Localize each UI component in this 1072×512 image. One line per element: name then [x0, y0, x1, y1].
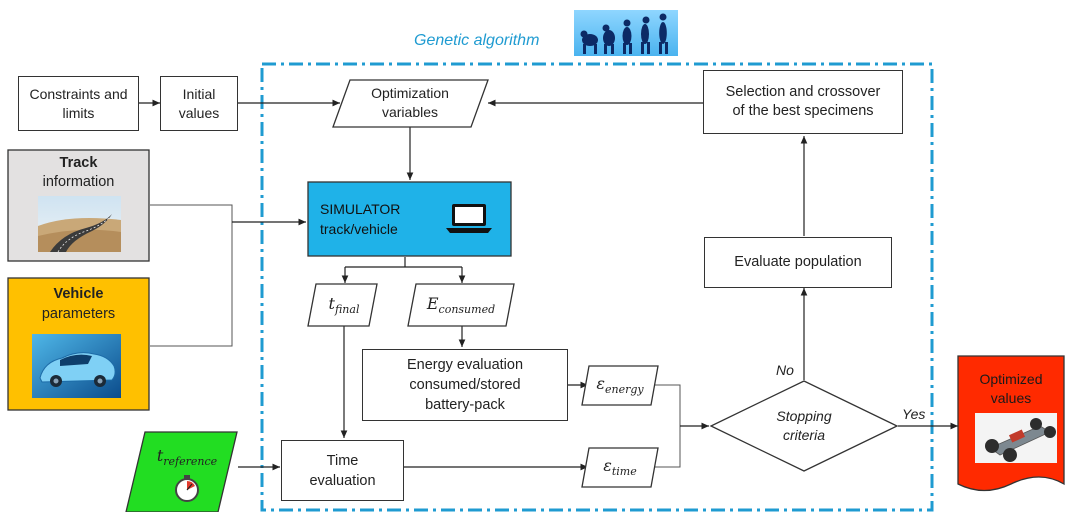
t-reference-shape [125, 431, 238, 512]
optimized-values-label: Optimized values [979, 371, 1043, 406]
time-evaluation: Time evaluation [281, 440, 404, 501]
chassis-photo [975, 413, 1057, 463]
optimization-variables-shape [332, 79, 489, 128]
eps-energy-symbol: εenergy [596, 374, 644, 397]
eps-energy-shape [581, 365, 659, 406]
t-reference-symbol: treference [156, 446, 218, 469]
t-final-shape [307, 283, 378, 327]
stopping-criteria-label: Stopping criteria [776, 408, 832, 443]
edge-label-yes: Yes [902, 406, 926, 422]
initial-values: Initial values [160, 76, 238, 131]
energy-evaluation: Energy evaluation consumed/stored batter… [362, 349, 568, 421]
road-photo [38, 196, 121, 253]
stopwatch-icon [175, 475, 199, 502]
eps-time-shape [581, 447, 659, 488]
optimization-variables-label: Optimization variables [371, 85, 449, 120]
evaluate-population: Evaluate population [704, 237, 892, 288]
edge-label-no: No [776, 362, 794, 378]
selection-crossover: Selection and crossover of the best spec… [703, 70, 903, 134]
stopping-criteria-diamond [709, 380, 899, 472]
car-photo [32, 334, 121, 398]
simulator-label: SIMULATOR track/vehicle [320, 201, 401, 237]
eps-time-symbol: εtime [603, 456, 637, 479]
edge-track-simulator [150, 204, 233, 347]
vehicle-parameters-label: Vehicle parameters [41, 286, 116, 322]
laptop-icon [446, 204, 492, 233]
genetic-algorithm-boundary [260, 62, 934, 512]
e-consumed-shape [407, 283, 515, 327]
evolution-icon [574, 10, 678, 56]
constraints-and-limits: Constraints and limits [18, 76, 139, 131]
track-information-label: Track information [42, 155, 115, 190]
genetic-algorithm-title: Genetic algorithm [414, 32, 540, 49]
t-final-symbol: tfinal [328, 294, 360, 317]
e-consumed-symbol: Econsumed [426, 294, 496, 317]
